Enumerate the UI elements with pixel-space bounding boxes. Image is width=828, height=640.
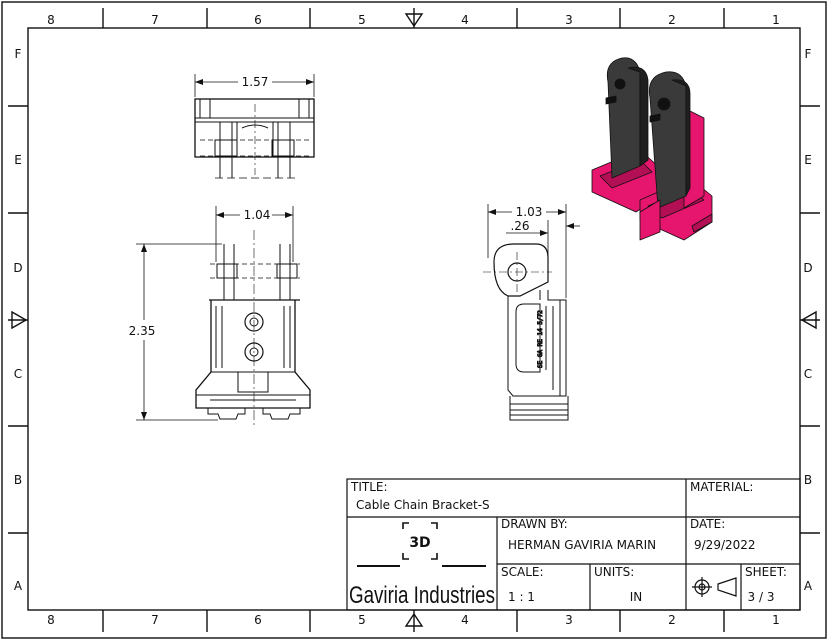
zone-col-top: 7	[151, 13, 159, 27]
zone-row-left: E	[14, 153, 22, 167]
dimension-top-width: 1.57	[194, 74, 315, 97]
dim-side-width-label: 1.03	[516, 205, 543, 219]
front-view	[195, 230, 311, 425]
dim-front-height-label: 2.35	[129, 324, 156, 338]
dimension-front-width: 1.04	[215, 206, 294, 262]
title-block-text: TITLE: Cable Chain Bracket-S MATERIAL: D…	[350, 480, 787, 604]
scale-value: 1 : 1	[508, 590, 535, 604]
zone-col-bottom: 2	[668, 613, 676, 627]
dimension-side-offset: .26	[506, 219, 580, 256]
isometric-render	[591, 57, 713, 241]
zone-col-top: 8	[47, 13, 55, 27]
zone-col-bottom: 3	[565, 613, 573, 627]
zone-col-top: 1	[772, 13, 780, 27]
centering-marks	[8, 8, 820, 632]
company-logo: 3D Gaviria Industries	[349, 522, 495, 609]
title-block	[346, 478, 801, 611]
units-label: UNITS:	[594, 565, 634, 579]
top-view	[194, 98, 315, 179]
zone-row-left: C	[14, 367, 22, 381]
zone-ticks	[8, 8, 820, 632]
zone-row-right: A	[804, 579, 813, 593]
zone-labels-top: 8 7 6 5 4 3 2 1	[47, 13, 780, 27]
zone-row-left: F	[15, 47, 22, 61]
zone-labels-left: F E D C B A	[13, 47, 23, 593]
dim-top-width-label: 1.57	[242, 75, 269, 89]
zone-col-top: 5	[358, 13, 366, 27]
zone-row-right: E	[804, 153, 812, 167]
drawn-by-value: HERMAN GAVIRIA MARIN	[508, 538, 656, 552]
zone-row-right: B	[804, 473, 812, 487]
drawn-by-label: DRAWN BY:	[501, 517, 568, 531]
logo-mark: 3D	[409, 535, 430, 551]
zone-row-right: F	[805, 47, 812, 61]
dimension-front-height: 2.35	[129, 243, 222, 421]
zone-col-bottom: 5	[358, 613, 366, 627]
zone-col-top: 2	[668, 13, 676, 27]
title-label: TITLE:	[350, 480, 388, 494]
zone-col-bottom: 8	[47, 613, 55, 627]
zone-row-left: B	[14, 473, 22, 487]
zone-labels-bottom: 8 7 6 5 4 3 2 1	[47, 613, 780, 627]
zone-labels-right: F E D C B A	[803, 47, 813, 593]
sheet-label: SHEET:	[745, 565, 787, 579]
units-value: IN	[630, 590, 643, 604]
side-view: SE GA RE 14 5/72	[483, 243, 569, 421]
dimension-side-width: 1.03	[487, 204, 567, 298]
sheet-value: 3 / 3	[748, 590, 775, 604]
zone-col-bottom: 6	[254, 613, 262, 627]
logo-text: Gaviria Industries	[349, 582, 495, 609]
zone-row-left: A	[14, 579, 23, 593]
date-value: 9/29/2022	[694, 538, 756, 552]
third-angle-projection-icon	[692, 577, 737, 597]
zone-col-bottom: 1	[772, 613, 780, 627]
zone-row-right: C	[804, 367, 812, 381]
dim-front-width-label: 1.04	[244, 208, 271, 222]
material-label: MATERIAL:	[690, 480, 753, 494]
side-view-engraving: SE GA RE 14 5/72	[537, 310, 544, 368]
zone-col-top: 6	[254, 13, 262, 27]
zone-col-bottom: 7	[151, 613, 159, 627]
zone-row-right: D	[803, 261, 812, 275]
zone-row-left: D	[13, 261, 22, 275]
title-value: Cable Chain Bracket-S	[356, 498, 490, 512]
date-label: DATE:	[690, 517, 725, 531]
zone-col-top: 4	[461, 13, 469, 27]
scale-label: SCALE:	[501, 565, 544, 579]
zone-col-top: 3	[565, 13, 573, 27]
dim-side-offset-label: .26	[510, 219, 529, 233]
zone-col-bottom: 4	[461, 613, 469, 627]
